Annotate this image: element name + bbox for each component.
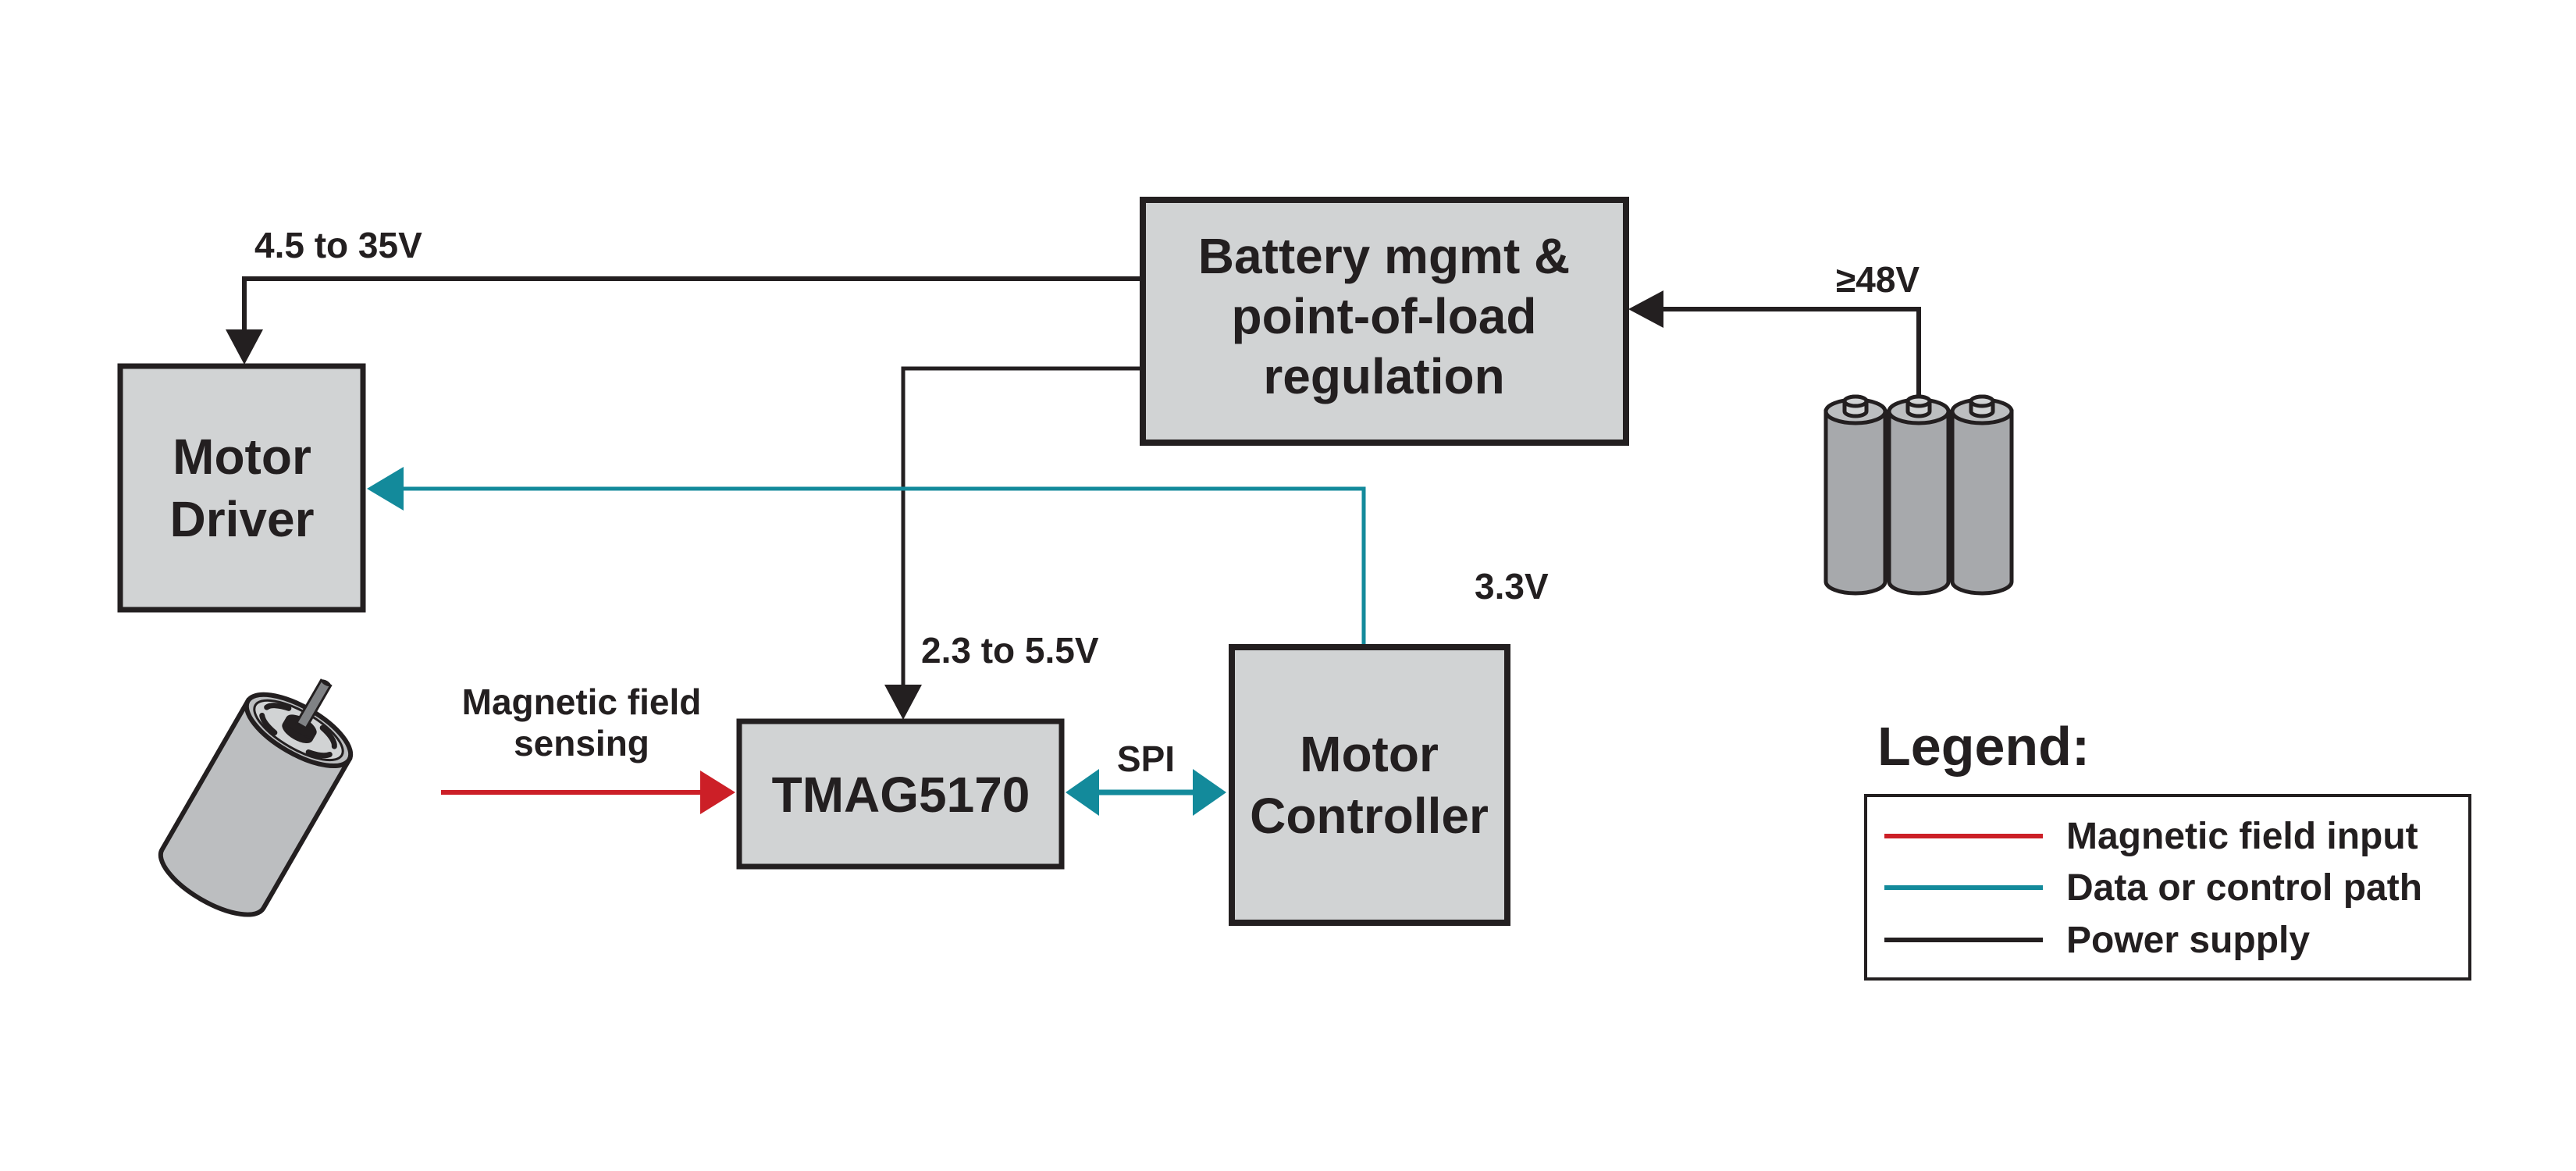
power-line-tmag	[901, 366, 1143, 687]
arrow-head-control-motor-driver	[367, 467, 404, 511]
power-line-motor-driver	[242, 276, 1143, 332]
battery-mgmt-line-2: point-of-load	[1232, 288, 1537, 344]
controller-voltage-label: 3.3V	[1475, 566, 1549, 607]
tmag5170-block[interactable]: TMAG5170	[736, 718, 1065, 870]
control-line-motor-driver	[402, 486, 1366, 646]
battery-voltage-label: ≥48V	[1836, 259, 1920, 300]
magnetic-arrow-head	[700, 771, 735, 814]
motor-controller-line-1: Motor	[1300, 726, 1439, 782]
magnetic-sensing-label-1: Magnetic field	[462, 682, 702, 722]
magnetic-input	[441, 771, 735, 814]
spi-arrow-left	[1066, 769, 1099, 816]
motor-controller-line-2: Controller	[1250, 788, 1489, 844]
legend-label-magnetic: Magnetic field input	[2066, 816, 2418, 857]
battery-mgmt-line-1: Battery mgmt &	[1198, 228, 1571, 284]
power-line-battery	[1661, 307, 1921, 397]
power-lines	[226, 276, 1921, 720]
legend-label-power: Power supply	[2066, 920, 2310, 961]
magnetic-sensing-label-2: sensing	[514, 723, 649, 763]
motor-driver-line-2: Driver	[170, 491, 315, 547]
arrow-head-tmag	[884, 685, 922, 720]
motor-driver-voltage-label: 4.5 to 35V	[254, 225, 422, 265]
spi-label: SPI	[1117, 739, 1175, 779]
tmag-voltage-label: 2.3 to 5.5V	[921, 630, 1099, 671]
tmag5170-label: TMAG5170	[772, 767, 1030, 823]
dc-motor-icon	[158, 678, 354, 917]
battery-mgmt-line-3: regulation	[1263, 348, 1504, 404]
data-lines	[367, 467, 1366, 816]
motor-controller-block[interactable]: Motor Controller	[1229, 644, 1510, 926]
legend-box: Magnetic field input Data or control pat…	[1864, 794, 2471, 981]
battery-mgmt-block[interactable]: Battery mgmt & point-of-load regulation	[1140, 197, 1629, 446]
spi-arrow-right	[1193, 769, 1226, 816]
legend-label-data: Data or control path	[2066, 867, 2422, 909]
motor-driver-line-1: Motor	[173, 429, 311, 485]
motor-driver-block[interactable]: Motor Driver	[117, 363, 366, 613]
arrow-head-battery-mgmt	[1628, 290, 1663, 328]
arrow-head-motor-driver	[226, 329, 263, 365]
battery-pack-icon	[1823, 394, 2014, 596]
legend-title: Legend:	[1877, 716, 2090, 777]
